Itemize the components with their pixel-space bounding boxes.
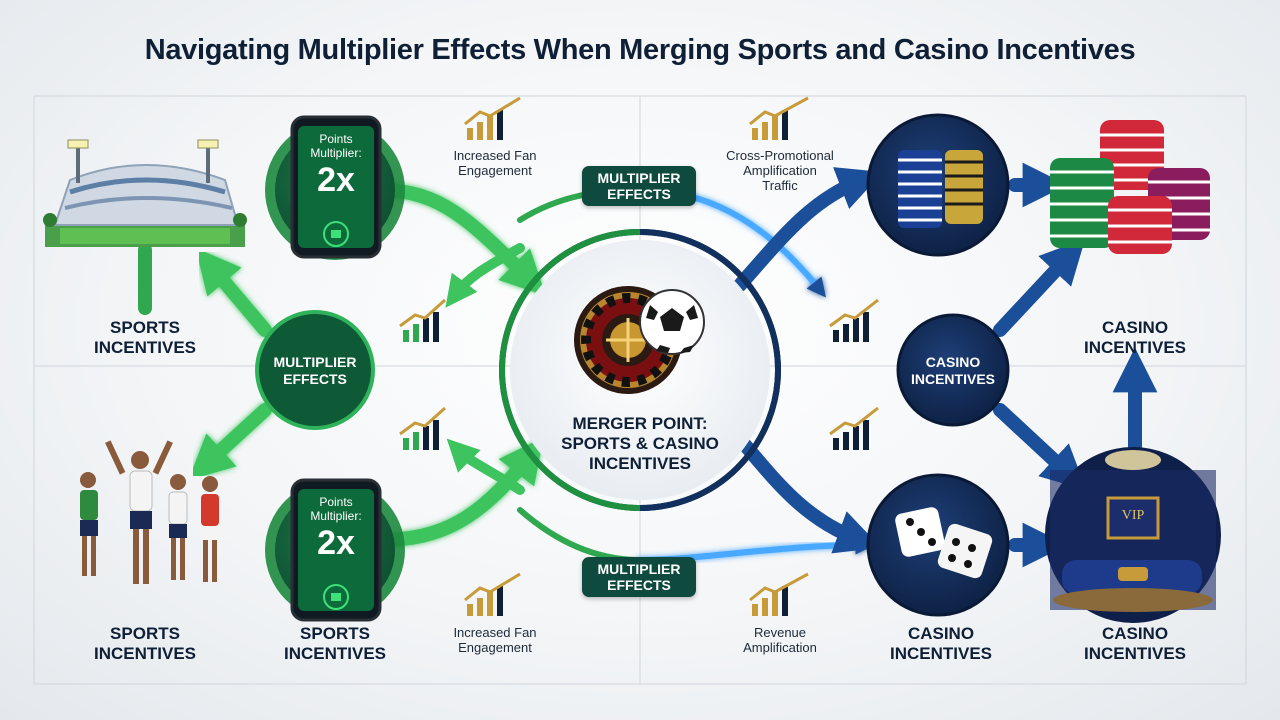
arrow-center-to-dice: [738, 438, 882, 554]
sports-label-top-line-1: SPORTS: [110, 318, 180, 337]
phone-bottom-node: [265, 478, 405, 622]
sports-label-bottom-line-2: INCENTIVES: [93, 644, 197, 663]
phone-top-node: [265, 115, 405, 260]
arrow-phone-bottom-to-center: [373, 437, 544, 547]
phone-bottom-value: 2x: [317, 524, 355, 562]
sports-label-mid-line-2: INCENTIVES: [283, 644, 387, 663]
arrow-center-to-top-left: [445, 243, 525, 308]
annotation-top-left-line-2: Engagement: [458, 163, 532, 178]
growth-chart-icon-tl: [464, 96, 521, 140]
vip-lounge-illustration: [1045, 447, 1221, 623]
casino-incentives-label-bottom: CASINO INCENTIVES: [1050, 624, 1220, 664]
multiplier-node-line-2: EFFECTS: [283, 371, 347, 387]
vip-sign: VIP: [1121, 508, 1145, 523]
sports-incentives-label-bottom: SPORTS INCENTIVES: [60, 624, 230, 664]
multiplier-node-line-1: MULTIPLIER: [273, 354, 357, 370]
casino-node-line-2: INCENTIVES: [910, 371, 995, 387]
phone-top-label-2: Multiplier:: [310, 146, 362, 160]
annotation-top-right-line-2: Amplification: [743, 163, 817, 178]
sports-label-top-line-2: INCENTIVES: [93, 338, 197, 357]
poker-chips-icon: [898, 150, 983, 228]
merger-line-3: INCENTIVES: [588, 454, 692, 473]
growth-chart-icon-mr2: [829, 406, 879, 450]
merger-line-1: MERGER POINT:: [572, 414, 708, 433]
casino-incentives-label-top: CASINO INCENTIVES: [1050, 318, 1220, 358]
growth-chart-icon-ml: [399, 298, 447, 342]
chip-stack-illustration: [1050, 120, 1210, 254]
annotation-top-right: Cross-Promotional Amplification Traffic: [710, 148, 850, 193]
players-illustration: [80, 440, 219, 584]
annotation-bottom-left: Increased Fan Engagement: [440, 625, 550, 655]
phone-bottom-screen: Points Multiplier: 2x: [298, 495, 374, 563]
growth-chart-icon-bl: [464, 572, 521, 616]
annotation-top-right-line-3: Traffic: [762, 178, 798, 193]
annotation-bottom-left-line-2: Engagement: [458, 640, 532, 655]
phone-top-label-1: Points: [319, 132, 353, 146]
merger-point-circle: [499, 229, 781, 511]
phone-bottom-label-1: Points: [319, 495, 353, 509]
page-title: Navigating Multiplier Effects When Mergi…: [144, 34, 1136, 66]
annotation-bottom-right-line-1: Revenue: [753, 625, 807, 640]
annotation-top-right-line-1: Cross-Promotional: [726, 148, 834, 163]
arrow-node-to-vip: [993, 403, 1087, 491]
growth-chart-icon-br: [749, 572, 809, 616]
multiplier-pill-top: MULTIPLIER EFFECTS: [582, 166, 696, 206]
phone-bottom-label-2: Multiplier:: [310, 509, 362, 523]
casino-label-mid-line-1: CASINO: [907, 624, 975, 643]
growth-chart-icon-ml2: [399, 406, 447, 450]
stadium-illustration: [43, 139, 247, 247]
sports-label-bottom-line-1: SPORTS: [110, 624, 180, 643]
growth-chart-icon-mr: [829, 298, 879, 342]
annotation-bottom-right-line-2: Amplification: [743, 640, 817, 655]
pill-bottom-line-2: EFFECTS: [607, 577, 671, 593]
merger-line-2: SPORTS & CASINO: [561, 434, 719, 453]
pill-top-line-2: EFFECTS: [607, 186, 671, 202]
annotation-top-left: Increased Fan Engagement: [440, 148, 550, 178]
annotation-bottom-left-line-1: Increased Fan: [453, 625, 537, 640]
arrow-node-to-players: [188, 403, 272, 481]
dice-node: [866, 473, 1010, 617]
annotation-top-left-line-1: Increased Fan: [453, 148, 537, 163]
chips-node: [866, 113, 1010, 257]
merger-point-label: MERGER POINT: SPORTS & CASINO INCENTIVES: [540, 414, 740, 474]
phone-top-screen: Points Multiplier: 2x: [298, 132, 374, 200]
multiplier-pill-bottom: MULTIPLIER EFFECTS: [582, 557, 696, 597]
arrow-pill-bottom-curve: [517, 507, 643, 563]
casino-label-top-line-1: CASINO: [1101, 318, 1169, 337]
annotation-bottom-right: Revenue Amplification: [720, 625, 840, 655]
casino-incentives-node: [896, 313, 1010, 427]
arrow-node-to-stack: [993, 238, 1086, 337]
casino-node-text: CASINO INCENTIVES: [898, 354, 1008, 388]
arrow-node-to-stadium: [195, 247, 272, 337]
casino-node-line-1: CASINO: [925, 354, 981, 370]
growth-chart-icons: [399, 96, 879, 616]
soccer-ball-icon: [639, 289, 705, 355]
sports-label-mid-line-1: SPORTS: [300, 624, 370, 643]
arrow-center-to-chips: [733, 167, 883, 292]
casino-label-top-line-2: INCENTIVES: [1083, 338, 1187, 357]
growth-chart-icon-tr: [749, 96, 809, 140]
sports-incentives-label-mid: SPORTS INCENTIVES: [250, 624, 420, 664]
pill-bottom-line-1: MULTIPLIER: [597, 561, 681, 577]
phone-top-value: 2x: [317, 161, 355, 199]
casino-label-bottom-line-2: INCENTIVES: [1083, 644, 1187, 663]
arrow-center-to-bottom-left: [446, 438, 525, 495]
casino-incentives-label-mid: CASINO INCENTIVES: [856, 624, 1026, 664]
roulette-wheel-icon: [574, 286, 682, 394]
multiplier-node-text: MULTIPLIER EFFECTS: [257, 354, 373, 388]
dice-icon: [895, 507, 993, 579]
casino-label-bottom-line-1: CASINO: [1101, 624, 1169, 643]
sports-incentives-label-top: SPORTS INCENTIVES: [60, 318, 230, 358]
multiplier-effects-node: [255, 310, 375, 430]
pill-top-line-1: MULTIPLIER: [597, 170, 681, 186]
casino-label-mid-line-2: INCENTIVES: [889, 644, 993, 663]
